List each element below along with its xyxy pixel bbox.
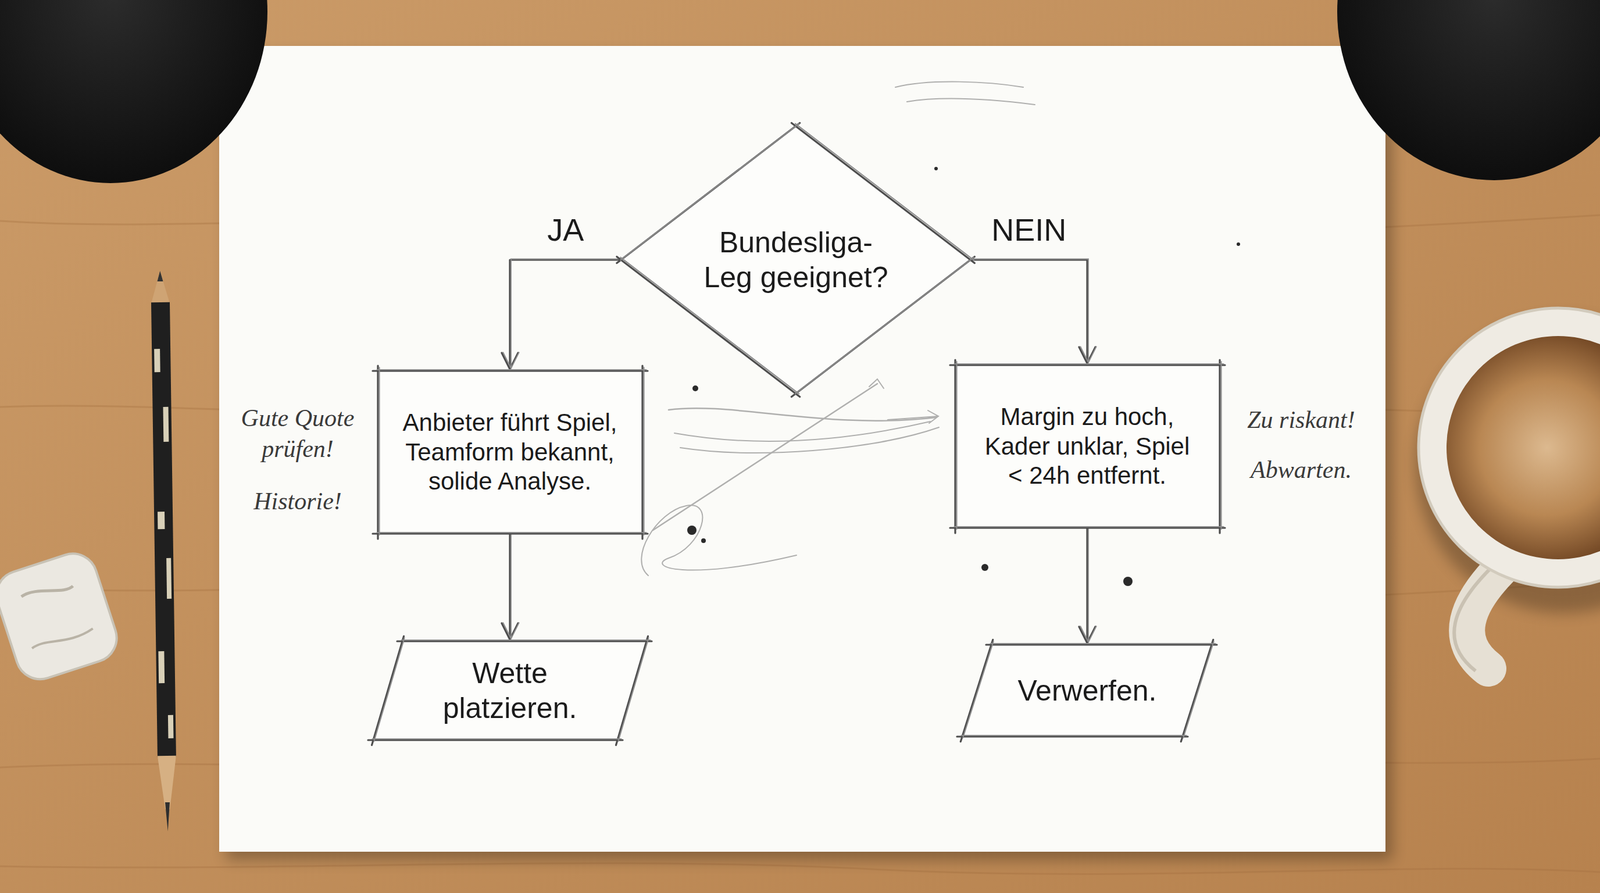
eraser-body — [0, 547, 124, 687]
pencil-tip-wood — [157, 755, 177, 810]
scribble — [680, 427, 939, 453]
pencil-top-lead — [156, 270, 163, 282]
eraser — [0, 547, 124, 687]
sketch-outline — [956, 639, 1217, 742]
handwritten-note: Historie! — [230, 486, 365, 517]
cup-coffee — [1446, 336, 1600, 560]
connector-sketch — [972, 259, 1097, 363]
eraser-smudge — [31, 627, 94, 652]
smudge-dot — [1123, 576, 1133, 587]
lamp-shade — [1337, 0, 1600, 181]
handwritten-note: Zu riskant! — [1234, 404, 1369, 436]
smudge-dot — [1236, 242, 1241, 246]
shape-fill — [955, 365, 1220, 528]
scribble — [869, 379, 884, 389]
shape-fill — [373, 641, 647, 741]
cup-rim — [1418, 308, 1600, 588]
connector-sketch — [1080, 527, 1097, 643]
edge-label: NEIN — [991, 211, 1067, 248]
handwritten-note: Abwarten. — [1234, 454, 1369, 486]
pencil-wear — [154, 348, 161, 373]
connector-line — [501, 259, 621, 370]
cup-handle-edge — [1454, 560, 1499, 671]
process-box: Margin zu hoch, Kader unklar, Spiel < 24… — [955, 365, 1220, 528]
pencil-wear — [157, 511, 165, 530]
grain-line — [0, 863, 1600, 875]
shape-fill — [620, 126, 971, 394]
smudge-dot — [981, 563, 989, 571]
scribble — [895, 81, 1024, 88]
pencil-body — [151, 302, 177, 757]
decision-diamond: Bundesliga-Leg geeignet? — [620, 126, 971, 394]
paper-sheet — [219, 45, 1386, 852]
node-text: Anbieter führt Spiel, Teamform bekannt, … — [398, 408, 623, 496]
edge-label: JA — [547, 211, 584, 248]
smudge-dot — [692, 385, 699, 392]
node-outline — [373, 641, 647, 741]
connector-sketch — [502, 259, 623, 369]
pencil-tip-lead — [165, 802, 171, 832]
sketch-outline — [961, 641, 1216, 738]
pencil-wear — [163, 406, 170, 442]
smudge-dot — [701, 538, 706, 544]
sketch-outline — [620, 123, 975, 395]
scribble — [674, 421, 931, 442]
process-box: Anbieter führt Spiel, Teamform bekannt, … — [377, 370, 643, 534]
sketch-outline — [372, 637, 651, 742]
handwritten-note: Gute Quote prüfen! — [230, 402, 365, 464]
pencil-wear — [168, 715, 174, 739]
connector — [501, 259, 623, 370]
scribble — [641, 505, 797, 576]
scribble — [906, 98, 1035, 105]
connector-line — [1079, 527, 1096, 644]
node-text: Wette platzieren. — [428, 655, 592, 726]
node-text: Verwerfen. — [1017, 673, 1157, 709]
sketch-outline — [616, 123, 975, 398]
sketch-outline — [954, 361, 1224, 530]
connector-sketch — [502, 533, 520, 639]
pencil — [150, 270, 177, 832]
eraser-smudge — [20, 579, 74, 604]
sketch-outline — [368, 636, 652, 745]
pencil-wear — [158, 651, 165, 684]
sketch-outline — [950, 359, 1225, 534]
node-text: Margin zu hoch, Kader unklar, Spiel < 24… — [975, 402, 1200, 491]
coffee-cup — [1415, 308, 1600, 671]
smudge-dot — [934, 166, 938, 171]
scribble — [652, 383, 878, 531]
scribble — [887, 410, 939, 424]
connector-line — [970, 259, 1096, 364]
sketch-outline — [372, 365, 648, 539]
sketch-outline — [376, 367, 646, 535]
node-text: Bundesliga-Leg geeignet? — [679, 225, 913, 295]
connector — [970, 259, 1097, 364]
pencil-wear — [166, 558, 172, 599]
output-parallelogram: Verwerfen. — [962, 644, 1212, 737]
smudge-dot — [687, 525, 697, 535]
connector-line — [501, 533, 519, 640]
pencil-top-wood — [150, 270, 170, 304]
shape-fill — [962, 644, 1212, 737]
connector — [1079, 527, 1097, 644]
lamp-shade — [0, 0, 268, 184]
shape-fill — [377, 370, 643, 534]
node-outline — [620, 126, 971, 394]
output-parallelogram: Wette platzieren. — [373, 641, 647, 741]
connector — [501, 533, 520, 641]
